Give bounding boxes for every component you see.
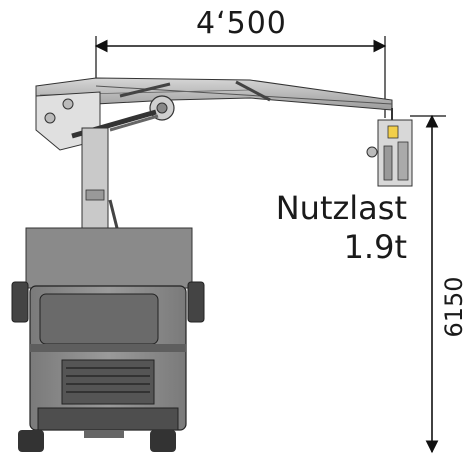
payload-value: 1.9t <box>343 228 407 266</box>
height-dimension <box>410 114 446 454</box>
load-lifter <box>366 108 413 187</box>
height-dimension-label: 6150 <box>440 276 468 338</box>
reach-dimension-label: 4‘500 <box>196 6 287 41</box>
payload-label: Nutzlast <box>275 189 407 227</box>
crane-boom <box>35 77 393 151</box>
truck <box>11 227 205 452</box>
